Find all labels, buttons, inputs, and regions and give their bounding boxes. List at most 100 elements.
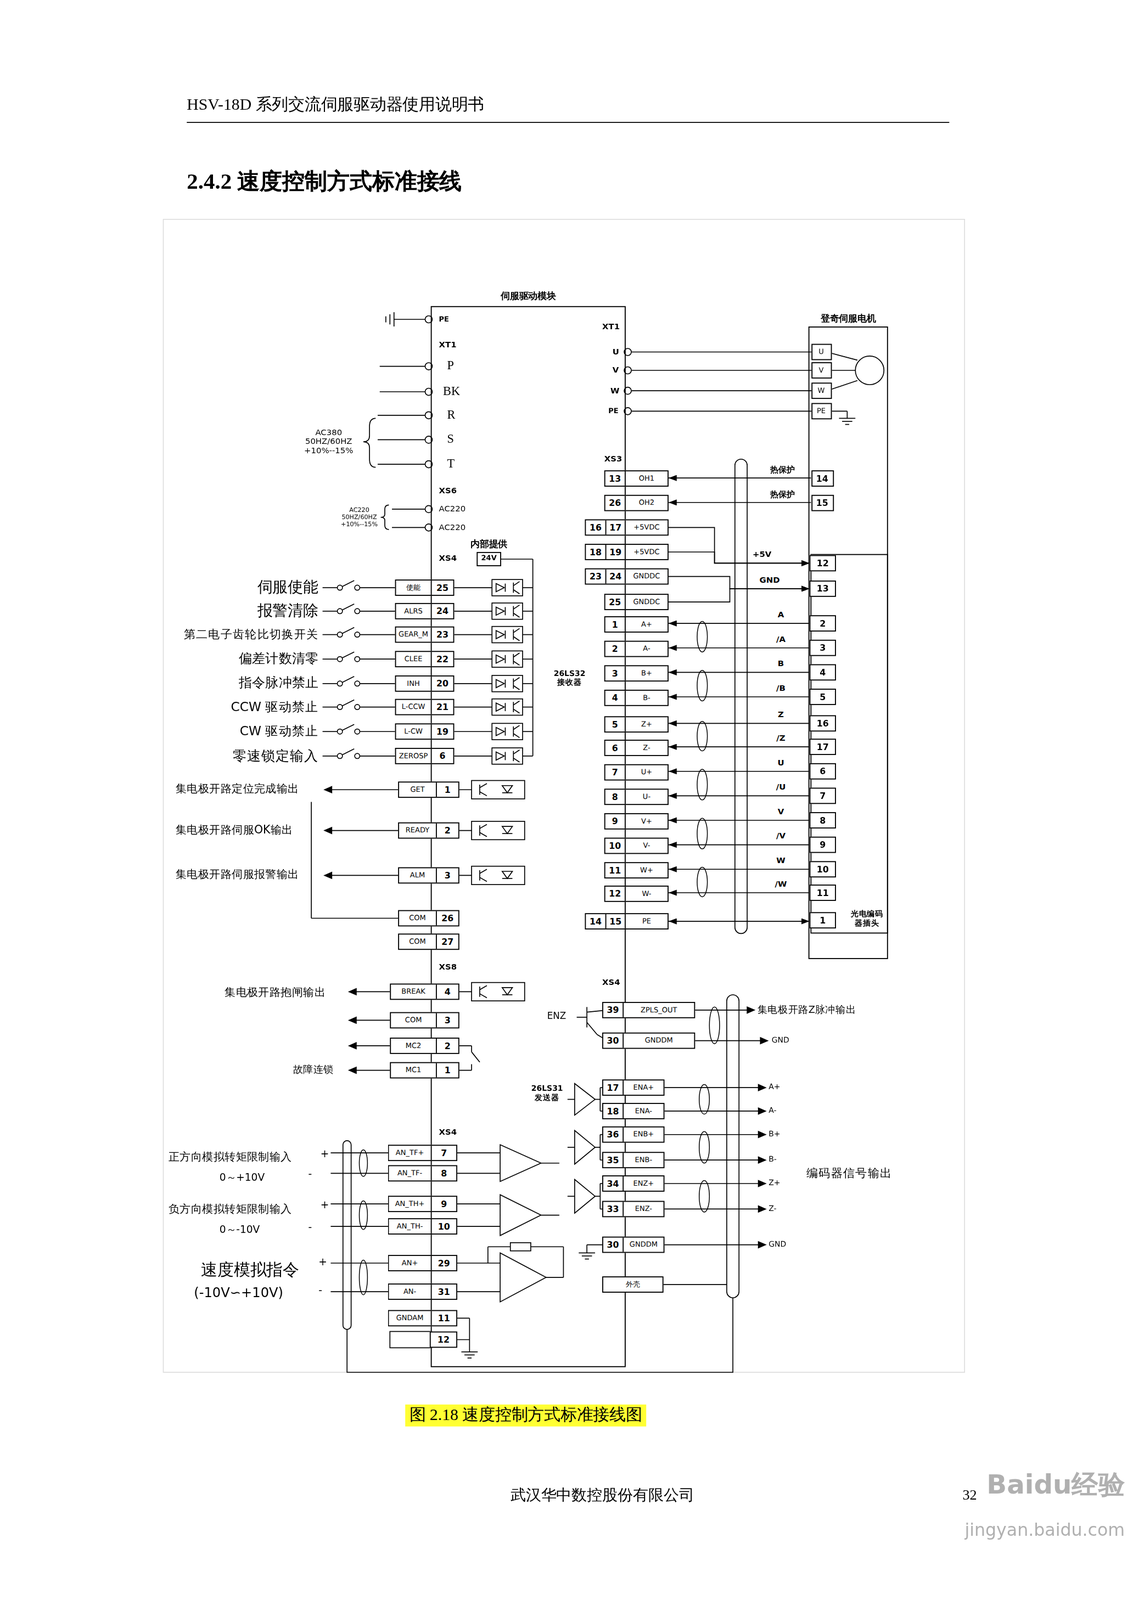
encoder-input-pin: 25GNDDC xyxy=(604,593,669,611)
pin-label: 17 xyxy=(605,520,625,535)
encoder-output-pin: 33ENZ- xyxy=(602,1201,665,1219)
pin-label: ENA+ xyxy=(622,1080,664,1096)
wire xyxy=(522,634,534,636)
encoder-input-pin: 8U- xyxy=(604,788,669,806)
switch-contact xyxy=(354,608,360,614)
input-signal-label: 零速锁定输入 xyxy=(232,748,319,765)
switch-contact xyxy=(354,632,360,638)
led-symbol xyxy=(502,833,513,835)
wire xyxy=(322,707,338,709)
output-pin: COM26 xyxy=(397,910,460,928)
wire xyxy=(595,1196,600,1198)
twisted-pair xyxy=(709,1007,720,1045)
pin-label: 3 xyxy=(435,1013,459,1028)
output-signal-label: 集电极开路Z脉冲输出 xyxy=(757,1005,856,1017)
wire xyxy=(522,731,534,733)
wire xyxy=(653,1244,760,1247)
input-pin: 使能25 xyxy=(395,579,455,597)
analog-input-label: + xyxy=(318,1256,328,1269)
analog-pin: AN_TH-10 xyxy=(388,1218,458,1236)
wire xyxy=(449,610,492,613)
wire xyxy=(322,587,338,589)
encoder-output-label: A+ xyxy=(768,1083,781,1093)
motor-terminal: W xyxy=(810,382,832,399)
transistor-symbol xyxy=(513,686,520,691)
pin-label: AN+ xyxy=(388,1256,431,1271)
pin-label: 1 xyxy=(605,617,625,632)
twisted-pair xyxy=(697,769,708,801)
led-symbol xyxy=(496,655,505,664)
cable-shield xyxy=(726,995,739,1299)
switch-blade xyxy=(341,580,355,587)
twisted-pair xyxy=(697,621,708,653)
wire xyxy=(599,1087,602,1112)
pin-label: 5 xyxy=(810,690,835,705)
pin-label: 7 xyxy=(430,1146,457,1161)
led-symbol xyxy=(502,826,513,834)
pin-label: 10 xyxy=(605,838,625,854)
arrowhead xyxy=(324,827,332,834)
arrowhead xyxy=(747,1007,755,1014)
pin-label: 4 xyxy=(605,691,625,706)
transistor-symbol xyxy=(479,877,487,882)
pin-label: 4 xyxy=(435,984,459,1000)
pin-label: 3 xyxy=(810,641,835,656)
pin-label: ENZ- xyxy=(622,1202,664,1217)
op-amp xyxy=(500,1253,547,1303)
input-pin: GEAR_M23 xyxy=(395,626,455,644)
transistor-symbol xyxy=(479,994,487,998)
encoder-plug-pin: 2 xyxy=(809,615,837,632)
pin-label: 2 xyxy=(435,1039,459,1054)
encoder-plug-pin: 4 xyxy=(809,664,837,682)
ground-symbol xyxy=(461,1352,478,1354)
wire xyxy=(330,875,408,877)
wire xyxy=(567,1196,575,1198)
edge-label: Z xyxy=(776,710,785,721)
pin-label: PE xyxy=(811,403,830,418)
switch-contact xyxy=(354,729,360,735)
pin-label: 1 xyxy=(810,913,835,928)
wire xyxy=(322,755,338,757)
transistor-symbol xyxy=(479,825,481,837)
pin-label: 16 xyxy=(810,716,835,731)
pin-label: 1 xyxy=(435,782,459,798)
transistor-symbol xyxy=(513,677,520,682)
relay-contact xyxy=(471,1052,480,1063)
pin-label: GNDDM xyxy=(622,1034,694,1049)
encoder-output-pin: 18ENA- xyxy=(602,1103,665,1120)
transistor-symbol xyxy=(479,986,481,998)
connector xyxy=(668,672,810,674)
encoder-input-pin: 5Z+ xyxy=(604,716,669,733)
switch-blade xyxy=(341,724,355,731)
pin-label: ALRS xyxy=(395,604,431,619)
terminal-label: P xyxy=(446,359,454,374)
wire xyxy=(449,683,492,685)
arrowhead xyxy=(324,872,332,879)
header-rule xyxy=(186,121,950,123)
arrowhead xyxy=(324,787,332,794)
wire xyxy=(586,1245,588,1254)
pin-label: 30 xyxy=(603,1238,623,1253)
ground-symbol xyxy=(578,1253,596,1255)
transistor-symbol xyxy=(586,1007,588,1028)
chip-label: 26LS31 发送器 xyxy=(529,1085,565,1103)
wire xyxy=(330,830,408,832)
wire xyxy=(546,1277,564,1279)
pin-label: 16 xyxy=(585,520,605,535)
analog-input-label: (-10V∽+10V) xyxy=(193,1286,284,1303)
wire xyxy=(322,658,338,660)
wire xyxy=(487,1247,489,1264)
wire xyxy=(449,658,492,660)
pin-label: U xyxy=(811,344,830,360)
wire xyxy=(469,1318,471,1353)
output-pin: READY2 xyxy=(397,822,460,840)
analog-input-label: 0～+10V xyxy=(219,1171,265,1184)
optocoupler xyxy=(491,651,523,668)
op-amp xyxy=(500,1195,541,1236)
encoder-plug-pin: 7 xyxy=(809,788,837,805)
box-text: 24V xyxy=(477,553,501,565)
transistor-symbol xyxy=(513,733,520,738)
pin-label: V xyxy=(811,362,830,378)
wire xyxy=(377,439,425,441)
wire xyxy=(541,1215,560,1217)
